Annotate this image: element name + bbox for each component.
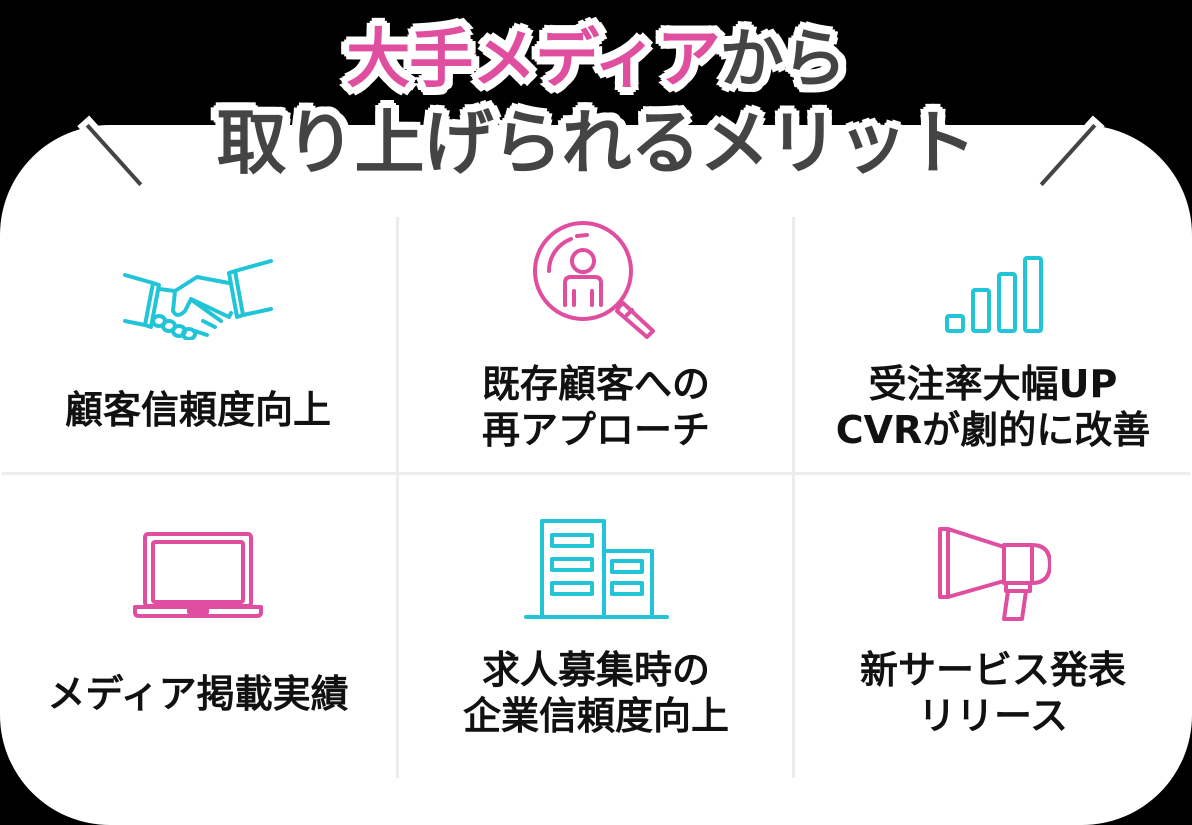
benefit-label-line-1: 受注率大幅UP [868, 362, 1118, 406]
benefit-label: 新サービス発表 リリース [795, 647, 1191, 739]
benefit-label-line-1: メディア掲載実績 [47, 672, 349, 716]
benefit-label-line-1: 求人募集時の [481, 648, 710, 692]
benefit-label: 既存顧客への 再アプローチ [398, 361, 794, 453]
handshake-icon [0, 255, 396, 340]
building-icon [398, 517, 794, 622]
benefit-order-rate: 受注率大幅UP CVRが劇的に改善 [795, 217, 1191, 472]
benefit-label-line-2: 再アプローチ [481, 408, 710, 452]
benefit-label: 受注率大幅UP CVRが劇的に改善 [795, 361, 1191, 453]
bar-chart-icon [795, 255, 1191, 335]
benefit-recruitment-trust: 求人募集時の 企業信頼度向上 [398, 475, 794, 778]
megaphone-icon [795, 525, 1191, 625]
title-line-2: 取り上げられるメリット [216, 102, 977, 184]
benefit-label-line-2: リリース [917, 694, 1069, 738]
benefit-label-line-1: 既存顧客への [481, 362, 710, 406]
title-header: 大手メディアから 取り上げられるメリット [0, 0, 1192, 200]
benefit-label: 顧客信頼度向上 [0, 387, 396, 433]
benefit-media-record: メディア掲載実績 [0, 475, 396, 778]
benefit-new-service: 新サービス発表 リリース [795, 475, 1191, 778]
title-line-1-rest: から [719, 23, 847, 97]
laptop-icon [0, 530, 396, 620]
benefits-card [0, 125, 1192, 825]
benefit-label-line-2: CVRが劇的に改善 [835, 408, 1151, 452]
benefit-label: 求人募集時の 企業信頼度向上 [398, 647, 794, 739]
divider-vertical-1 [396, 217, 399, 778]
benefit-customer-trust: 顧客信頼度向上 [0, 217, 396, 472]
benefit-label-line-1: 新サービス発表 [859, 648, 1126, 692]
title-line-1: 大手メディアから [0, 20, 1192, 100]
benefit-label: メディア掲載実績 [0, 671, 396, 717]
benefit-label-line-2: 企業信頼度向上 [462, 694, 729, 738]
benefit-reapproach: 既存顧客への 再アプローチ [398, 217, 794, 472]
divider-vertical-2 [792, 217, 795, 778]
title-highlight: 大手メディア [346, 23, 721, 97]
benefit-label-line-1: 顧客信頼度向上 [64, 388, 331, 432]
magnifier-person-icon [398, 219, 794, 339]
divider-horizontal [2, 472, 1190, 475]
